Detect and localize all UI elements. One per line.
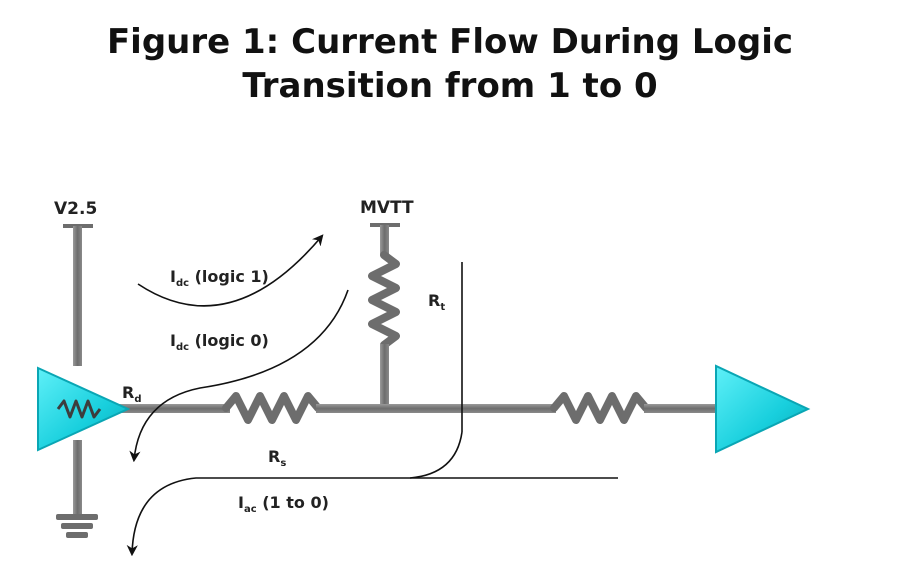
figure-title-line2: Transition from 1 to 0	[242, 66, 658, 106]
resistor-rd	[56, 399, 102, 419]
resistor-rt	[368, 251, 400, 349]
receiver-buffer-icon	[715, 364, 811, 454]
label-iac: Iac (1 to 0)	[238, 493, 329, 515]
label-mvtt: MVTT	[360, 198, 414, 218]
idc-logic1-arrow	[137, 234, 324, 307]
label-idc-logic1: Idc (logic 1)	[170, 267, 269, 289]
resistor-rs	[222, 392, 322, 424]
resistor-load	[550, 392, 650, 424]
termination-rail-mvtt	[368, 223, 400, 408]
figure-title: Figure 1: Current Flow During Logic Tran…	[0, 20, 900, 108]
label-rd: Rd	[122, 383, 142, 405]
label-rs: Rs	[268, 447, 286, 469]
label-idc-logic0: Idc (logic 0)	[170, 331, 269, 353]
label-v25: V2.5	[54, 199, 97, 219]
iac-arrow	[126, 431, 463, 557]
transmission-line	[118, 392, 724, 424]
idc-logic0-arrow	[129, 289, 349, 463]
ground-symbol-icon	[56, 440, 98, 538]
supply-wire	[73, 226, 82, 366]
driver-buffer-icon	[37, 366, 131, 452]
label-rt: Rt	[428, 291, 445, 313]
figure-title-line1: Figure 1: Current Flow During Logic	[106, 22, 794, 62]
supply-rail-v25	[63, 224, 93, 366]
